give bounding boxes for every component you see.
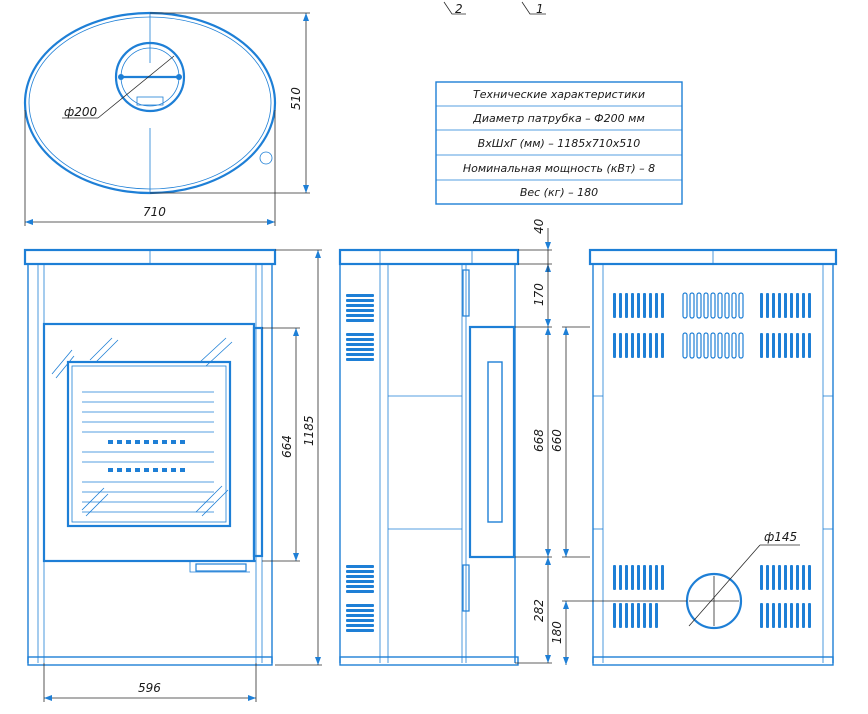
door-height-label: 664: [280, 435, 294, 458]
back-vents-upper-left: [613, 293, 664, 358]
view-marker-1: 1: [536, 2, 544, 16]
back-vents-upper-right: [760, 293, 811, 358]
side-vents-upper: [346, 294, 374, 361]
top-view: ф200 710 510: [23, 11, 310, 226]
spec-row-weight: Вес (кг) – 180: [520, 186, 598, 199]
outlet-diameter-label: ф145: [764, 530, 797, 544]
spec-title: Технические характеристики: [473, 88, 645, 101]
back-vents-lower-right: [760, 565, 811, 628]
grate-bars: [82, 391, 214, 513]
total-height-label: 1185: [302, 415, 316, 446]
upper-section-label: 170: [532, 283, 546, 306]
flue-diameter-label: ф200: [64, 105, 98, 119]
spec-row-power: Номинальная мощность (кВт) – 8: [463, 162, 655, 175]
side-view: 40 170 668 282: [338, 218, 552, 666]
side-vents-lower: [346, 565, 374, 632]
front-view: 596 664 1185: [23, 248, 322, 702]
spec-table: Технические характеристики Диаметр патру…: [435, 81, 683, 205]
view-markers: 2 1: [443, 1, 546, 16]
back-view: ф145 660 180: [550, 248, 838, 666]
lower-section-label: 282: [532, 599, 546, 622]
spec-row-flue: Диаметр патрубка – Ф200 мм: [472, 112, 645, 125]
front-width-label: 596: [138, 681, 161, 695]
air-holes-row-2: [108, 468, 185, 472]
back-vents-upper-middle: [682, 292, 744, 359]
top-width-label: 710: [143, 205, 166, 219]
view-marker-2: 2: [455, 2, 463, 16]
top-depth-label: 510: [289, 87, 303, 110]
door-section-label: 668: [532, 429, 546, 452]
top-thickness-label: 40: [532, 218, 546, 234]
back-panel-height-label: 660: [550, 429, 564, 452]
handle-knob: [259, 151, 273, 165]
back-vents-lower-left: [613, 565, 664, 628]
air-holes-row-1: [108, 440, 185, 444]
spec-row-dimensions: ВхШхГ (мм) – 1185х710х510: [478, 137, 641, 150]
outlet-height-label: 180: [550, 621, 564, 644]
